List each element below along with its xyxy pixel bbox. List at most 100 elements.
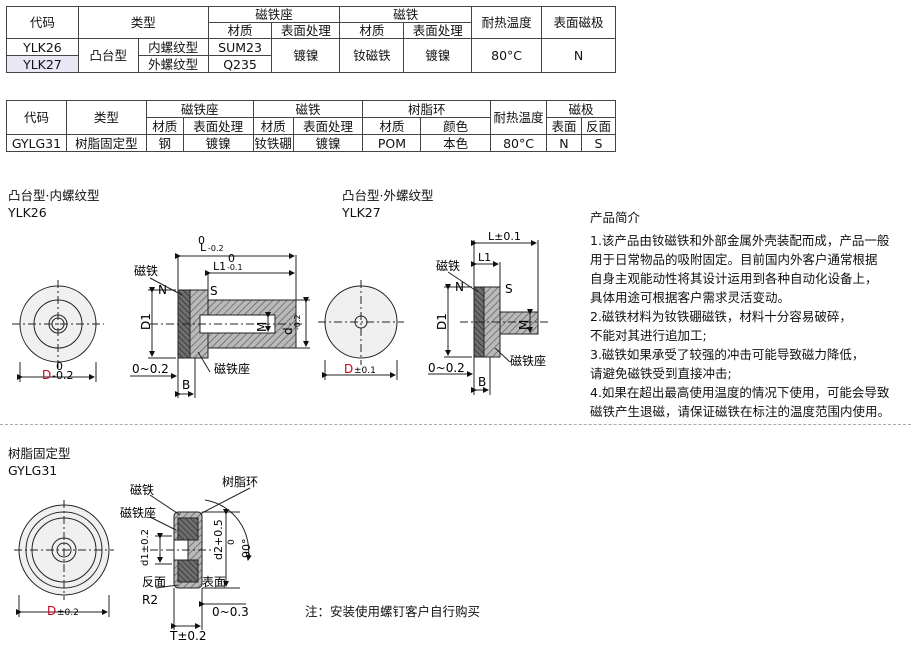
gylg31-dims-front: D ±0.2	[47, 604, 79, 618]
svg-text:±0.2: ±0.2	[57, 608, 79, 618]
intro-line: 请避免磁铁受到直接冲击;	[590, 366, 732, 381]
intro-line: 2.磁铁材料为钕铁硼磁铁，材料十分容易破碎，	[590, 309, 852, 324]
hdr-pole: 磁极	[546, 100, 616, 118]
gylg31-dims-section: 磁铁 树脂环 磁铁座 d1±0.2 d2+0.5 0 90° 反面 表面 R2 …	[120, 474, 258, 643]
ylk27-dims-front: D ±0.1	[344, 362, 376, 376]
dim-D: D	[42, 368, 51, 382]
svg-text:S: S	[210, 284, 218, 298]
ylk26-dims-front: 0 D -0.2	[42, 360, 73, 382]
svg-text:R2: R2	[142, 593, 158, 607]
ylk27-dims-section: L±0.1 L1 磁铁 N S D1 M 磁铁座 0~0.2 B	[428, 230, 546, 389]
svg-text:B: B	[182, 378, 190, 392]
svg-text:树脂环: 树脂环	[222, 474, 258, 489]
product-intro: 产品简介 1.该产品由钕磁铁和外部金属外壳装配而成，产品一般 用于日常物品的吸附…	[590, 208, 906, 421]
svg-text:D: D	[47, 604, 56, 618]
svg-text:d1±0.2: d1±0.2	[140, 529, 151, 566]
intro-line: 不能对其进行追加工;	[590, 328, 707, 343]
hdr-resin-color: 颜色	[420, 117, 492, 135]
label-seat: 磁铁座	[214, 361, 250, 376]
gylg31-section-view	[149, 487, 252, 630]
svg-text:M: M	[517, 320, 531, 330]
svg-text:D1: D1	[139, 313, 153, 330]
hdr-magnet-surface: 表面处理	[292, 117, 364, 135]
svg-text:D: D	[344, 362, 353, 376]
svg-text:L1: L1	[478, 251, 491, 264]
cell-resin-material: POM	[362, 134, 422, 152]
cell-code: YLK26	[6, 38, 79, 56]
ylk27-section-view	[428, 240, 548, 395]
drawing2-title: 凸台型·外螺纹型	[342, 188, 434, 203]
svg-text:B: B	[478, 375, 486, 389]
cell-type: 凸台型	[77, 38, 139, 73]
cell-subtype: 外螺纹型	[137, 55, 209, 73]
svg-text:0: 0	[227, 539, 237, 545]
svg-text:0~0.2: 0~0.2	[428, 361, 465, 375]
svg-text:d: d	[281, 327, 295, 335]
svg-text:磁铁: 磁铁	[130, 482, 154, 497]
intro-line: 1.该产品由钕磁铁和外部金属外壳装配而成，产品一般	[590, 233, 890, 248]
intro-title: 产品简介	[590, 210, 641, 225]
drawing3-title: 树脂固定型	[8, 446, 71, 461]
svg-text:反面: 反面	[142, 575, 166, 589]
ylk27-front-view	[318, 280, 404, 380]
drawing3-code: GYLG31	[8, 463, 58, 478]
cell-pole: N	[541, 38, 616, 73]
cell-magnet-surface: 镀镍	[292, 134, 364, 152]
intro-line: 自身主观能动性将其设计运用到各种自动化设备上，	[590, 271, 878, 286]
cell-seat-material: 钢	[145, 134, 184, 152]
intro-line: 磁铁产生退磁，请保证磁铁在标注的温度范围内使用。	[590, 404, 891, 419]
section-divider	[0, 424, 911, 425]
svg-text:L±0.1: L±0.1	[488, 230, 521, 243]
svg-text:磁铁座: 磁铁座	[510, 353, 546, 368]
svg-text:T±0.2: T±0.2	[169, 629, 206, 643]
cell-magnet-surface: 镀镍	[403, 38, 473, 73]
intro-line: 用于日常物品的吸附固定。目前国内外客户通常根据	[590, 252, 878, 267]
hdr-temp: 耐热温度	[490, 100, 548, 135]
svg-text:-0.2: -0.2	[52, 369, 73, 382]
intro-line: 4.如果在超出最高使用温度的情况下使用，可能会导致	[590, 385, 890, 400]
cell-code: GYLG31	[6, 134, 67, 152]
spec-table-resin: 代码 类型 磁铁座 磁铁 树脂环 耐热温度 磁极 材质 表面处理 材质 表面处理…	[6, 100, 617, 152]
ylk26-front-view	[12, 280, 104, 382]
hdr-type: 类型	[77, 6, 209, 39]
svg-text:0: 0	[56, 360, 63, 373]
svg-text:L: L	[200, 241, 207, 254]
svg-text:N: N	[158, 283, 167, 297]
cell-code: YLK27	[6, 55, 79, 73]
ylk26-dims-section: 0 L -0.2 0 L1 -0.1 磁铁 N S D1 M d -0.2 0~…	[132, 234, 302, 392]
cell-magnet-material: 钕磁铁	[339, 38, 405, 73]
cell-temp: 80°C	[471, 38, 543, 73]
svg-text:0: 0	[228, 252, 235, 265]
hdr-pole: 表面磁极	[541, 6, 616, 39]
svg-text:-0.2: -0.2	[293, 314, 302, 330]
cell-seat-surface: 镀镍	[271, 38, 341, 73]
svg-text:90°: 90°	[240, 539, 253, 559]
ylk26-section-view	[130, 253, 310, 398]
gylg31-front-view	[14, 500, 114, 617]
drawing1-title: 凸台型·内螺纹型	[8, 188, 100, 203]
svg-text:D1: D1	[435, 313, 449, 330]
svg-text:磁铁座: 磁铁座	[120, 505, 156, 520]
label-magnet: 磁铁	[134, 263, 158, 278]
spec-table-boss: 代码 类型 磁铁座 磁铁 耐热温度 表面磁极 材质 表面处理 材质 表面处理 Y…	[6, 6, 616, 73]
svg-text:N: N	[455, 280, 464, 294]
svg-text:L1: L1	[213, 260, 226, 273]
cell-type: 树脂固定型	[65, 134, 147, 152]
hdr-code: 代码	[6, 6, 79, 39]
intro-line: 3.磁铁如果承受了较强的冲击可能导致磁力降低，	[590, 347, 865, 362]
svg-text:0: 0	[198, 234, 205, 247]
svg-text:0~0.3: 0~0.3	[212, 605, 249, 619]
hdr-seat-material: 材质	[207, 22, 273, 39]
drawing1-code: YLK26	[8, 205, 47, 220]
cell-pole-back: S	[580, 134, 617, 152]
svg-text:S: S	[505, 282, 513, 296]
hdr-resin-material: 材质	[362, 117, 422, 135]
svg-text:0~0.2: 0~0.2	[132, 362, 169, 376]
svg-text:磁铁: 磁铁	[436, 258, 460, 273]
cell-temp: 80°C	[490, 134, 548, 152]
svg-text:±0.1: ±0.1	[354, 366, 376, 376]
svg-text:-0.2: -0.2	[208, 244, 224, 253]
svg-text:-0.1: -0.1	[227, 263, 243, 272]
cell-subtype: 内螺纹型	[137, 38, 209, 56]
